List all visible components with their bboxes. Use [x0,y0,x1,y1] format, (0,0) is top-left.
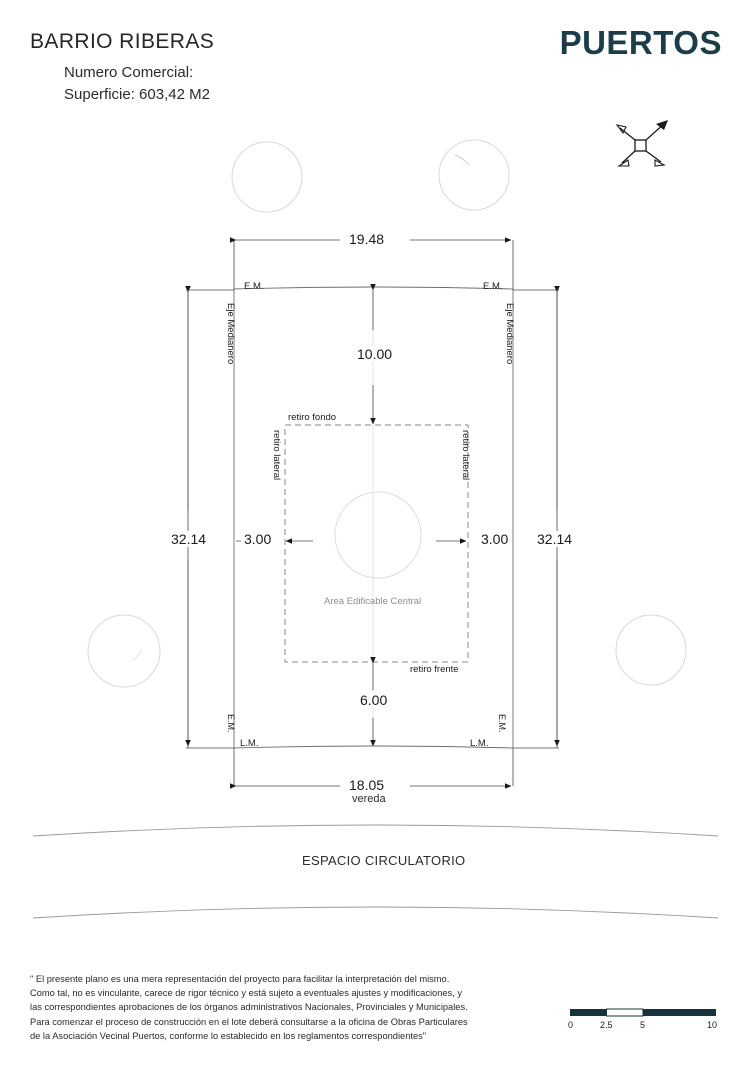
buildable-area-boundary [284,424,469,663]
commercial-number-label: Numero Comercial: [64,64,194,81]
dimension-label-left-depth: 32.14 [168,531,210,547]
dimension-label-front-setback: 6.00 [355,692,393,708]
scale-bar-ticks: 0 2.5 5 10 [562,1020,724,1034]
label-retiro-fondo: retiro fondo [286,412,339,423]
dimension-label-side-setback-left: 3.00 [241,531,275,547]
dimension-label-bottom-width: 18.05 [344,777,390,793]
scale-tick-1: 2.5 [600,1020,613,1030]
label-buildable-area: Area Edificable Central [324,596,422,607]
brand-logo: PUERTOS [559,24,722,61]
label-em-top-left: E.M. [244,281,264,292]
scale-tick-3: 10 [707,1020,718,1030]
scale-tick-0: 0 [568,1020,574,1030]
tree-canopy-icon [87,139,687,688]
dimension-label-rear-setback: 10.00 [352,346,398,362]
scale-bar [570,1008,716,1017]
label-retiro-lateral-left: retiro lateral [271,430,282,481]
surface-label: Superficie: 603,42 M2 [64,86,210,103]
legal-line-2: Como tal, no es vinculante, carece de ri… [30,988,463,999]
dimension-right-depth [513,286,560,749]
circulation-space-edges [32,824,719,919]
page-title: BARRIO RIBERAS [30,30,215,53]
label-eje-medianero-right: Eje Medianero [504,303,515,365]
label-em-top-right: E.M. [483,281,503,292]
dimension-top-width [230,237,514,290]
label-em-bottom-left: E.M. [226,714,236,733]
scale-tick-2: 5 [640,1020,646,1030]
label-lm-left: L.M. [240,738,259,749]
legal-line-3: las correspondientes aprobaciones de los… [30,1002,468,1013]
dimension-label-side-setback-right: 3.00 [478,531,512,547]
label-retiro-frente: retiro frente [408,664,461,675]
legal-disclaimer: " El presente plano es una mera represen… [30,972,550,1043]
label-eje-medianero-left: Eje Medianero [225,303,236,365]
central-circle [334,491,422,579]
label-lm-right: L.M. [470,738,489,749]
label-vereda: vereda [352,793,386,805]
dimension-left-depth [185,286,234,749]
dimension-bottom-width [230,748,514,789]
dimension-label-right-depth: 32.14 [534,531,576,547]
north-arrow-icon [615,120,668,167]
legal-line-5: de la Asociación Vecinal Puertos, confor… [30,1030,427,1041]
legal-line-1: " El presente plano es una mera represen… [30,974,450,984]
dimension-label-top-width: 19.48 [344,231,390,247]
legal-line-4: Para comenzar el proceso de construcción… [30,1016,468,1027]
label-em-bottom-right: E.M. [497,714,507,733]
label-retiro-lateral-right: retiro lateral [460,430,471,481]
label-espacio-circulatorio: ESPACIO CIRCULATORIO [302,853,466,868]
